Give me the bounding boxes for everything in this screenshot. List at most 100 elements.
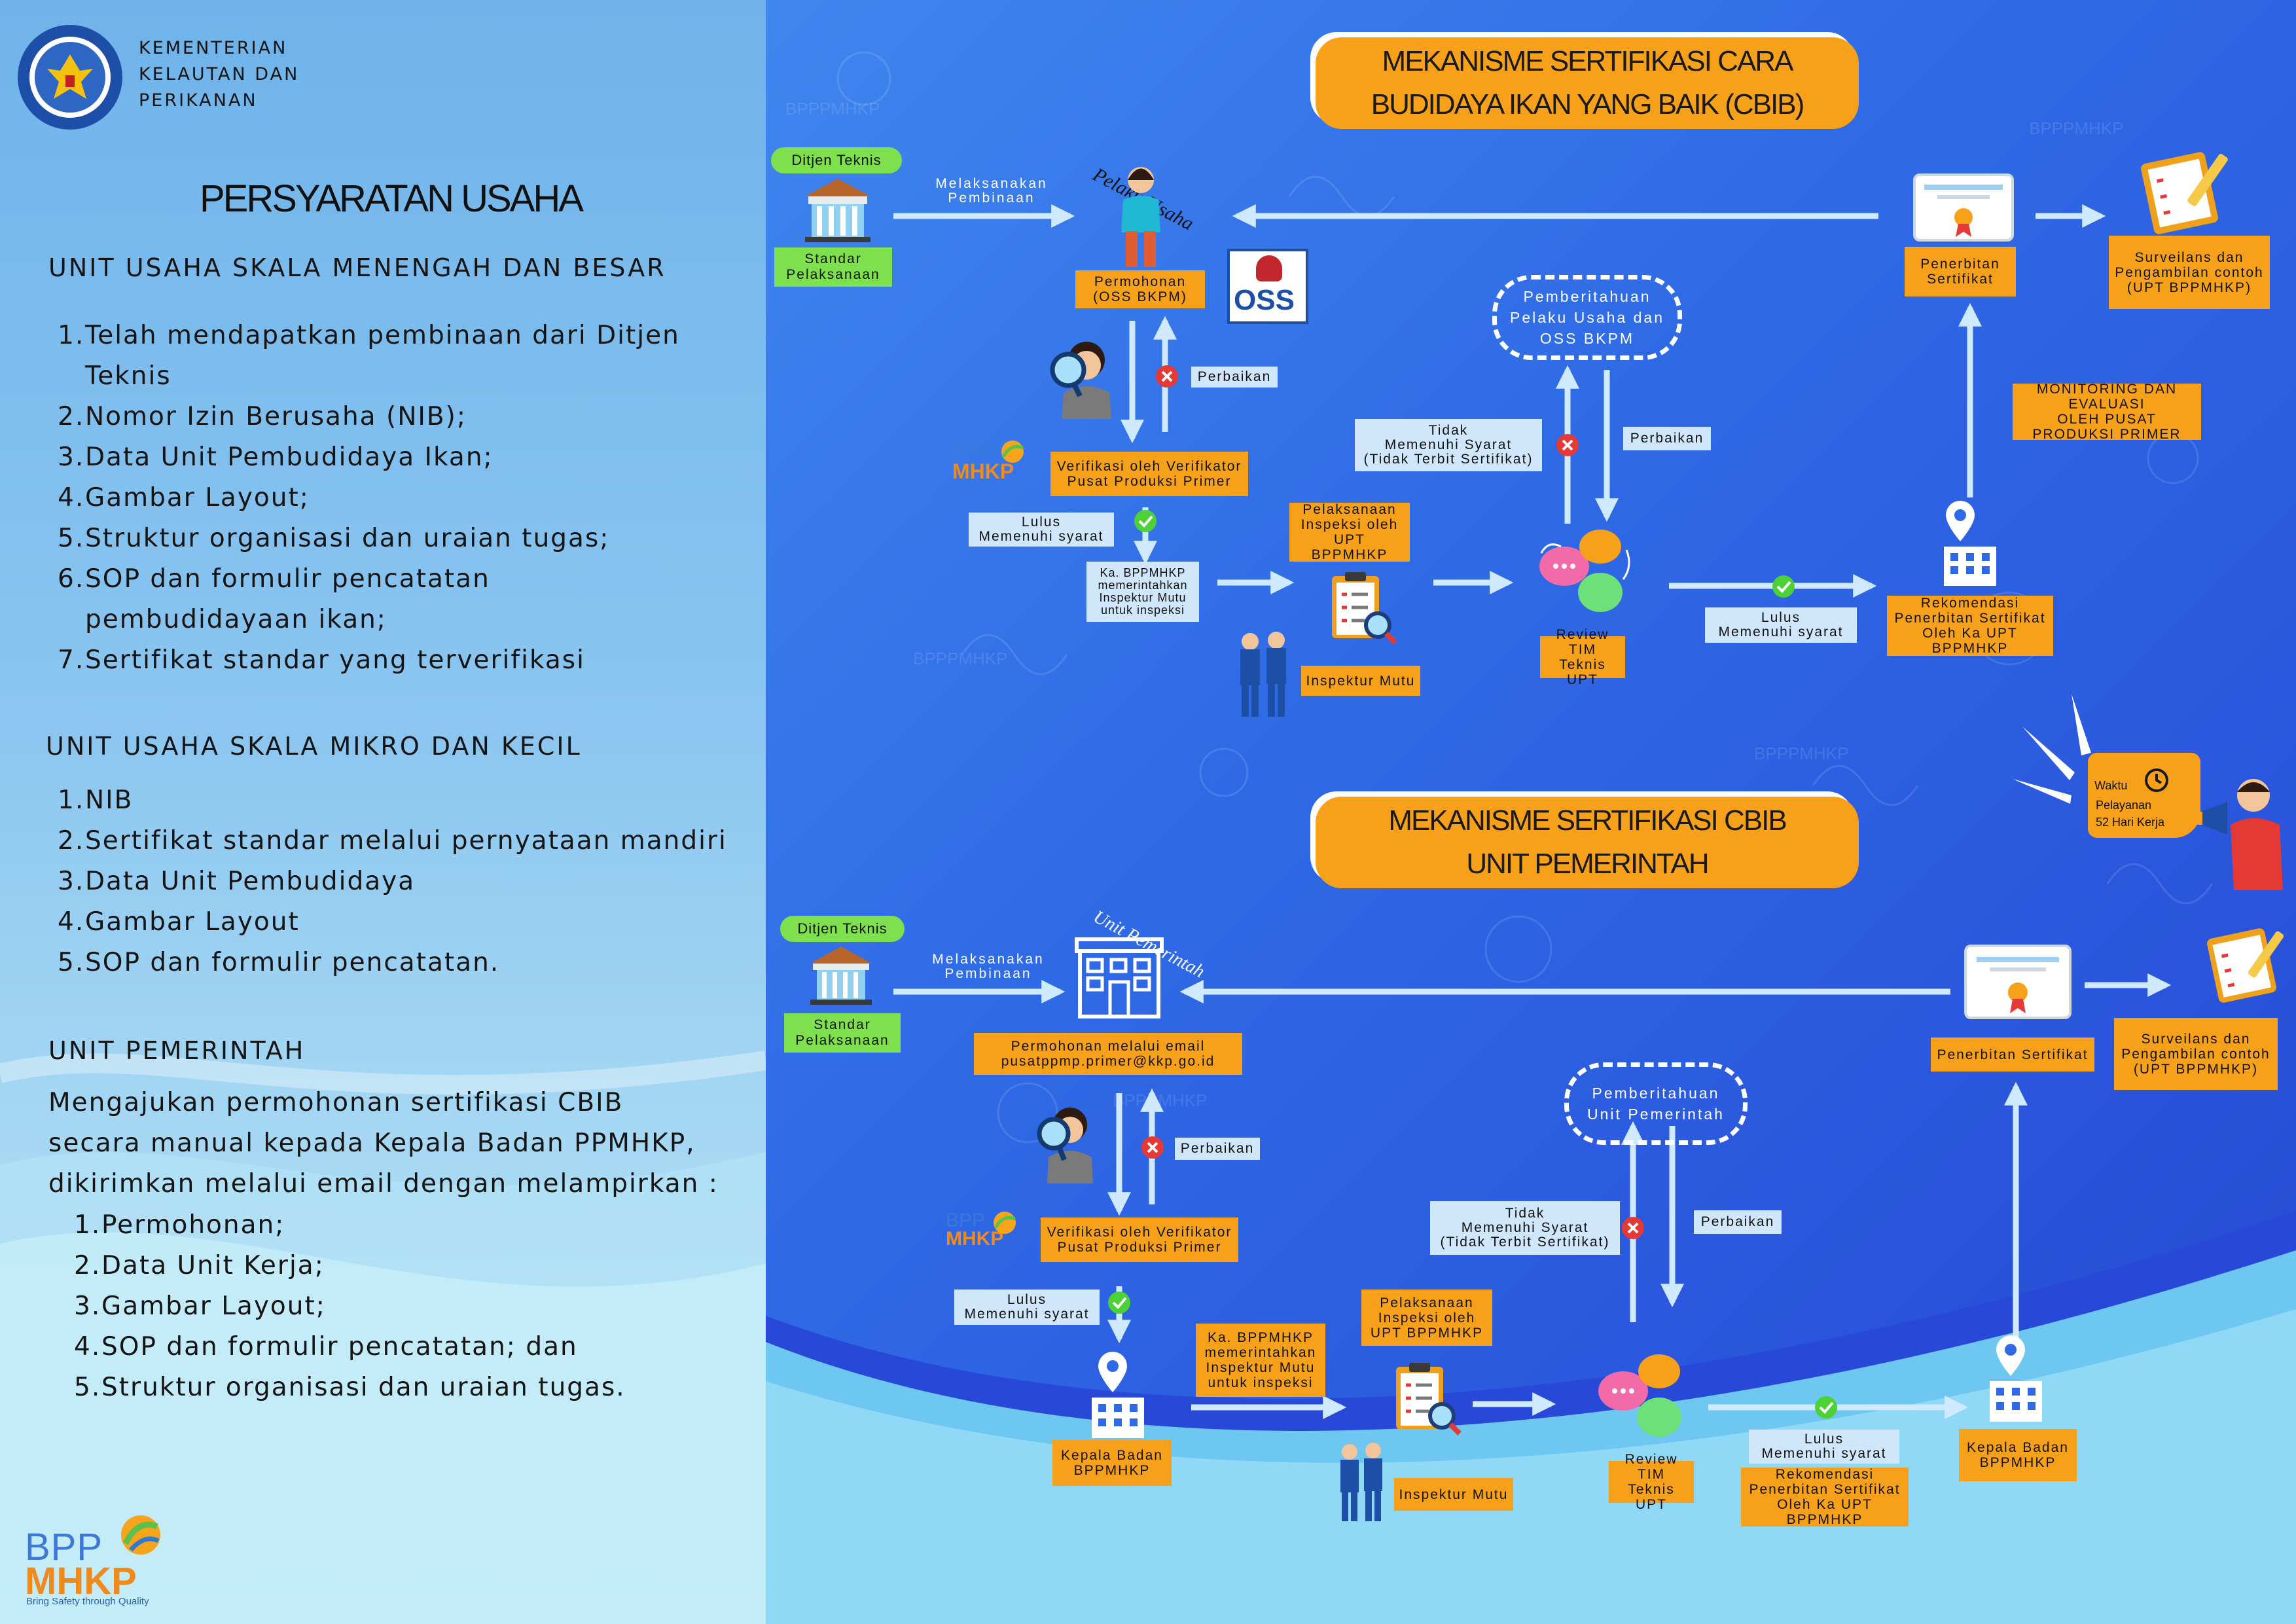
- flow1-inspector-search-icon: [1050, 342, 1111, 419]
- flow2-kepala1-box: Kepala Badan BPPMHKP: [1052, 1440, 1172, 1486]
- flow1-surveilans-box: Surveilans dan Pengambilan contoh (UPT B…: [2109, 236, 2270, 309]
- watermark-text: BPPPMHKP: [1754, 744, 1849, 763]
- requirements-panel: KEMENTERIAN KELAUTAN DAN PERIKANAN PERSY…: [0, 0, 766, 1624]
- flow1-review-chat-icon: [1539, 530, 1630, 612]
- flow2-location-building2-icon: [1990, 1335, 2042, 1422]
- flow1-location-building-icon: [1944, 501, 1996, 586]
- sec3-num: 3.: [74, 1291, 101, 1321]
- kkp-line3: PERIKANAN: [139, 90, 258, 111]
- sec1-item: Gambar Layout;: [85, 483, 310, 513]
- sec1-item: Telah mendapatkan pembinaan dari Ditjen: [85, 321, 680, 350]
- sec2-num: 3.: [58, 867, 85, 896]
- flow2-penerbitan-box: Penerbitan Sertifikat: [1931, 1038, 2094, 1072]
- flow1-standar-box: Standar Pelaksanaan: [774, 247, 892, 287]
- flow2-melaksanakan-label: Melaksanakan Pembinaan: [932, 952, 1045, 981]
- flow1-tidak-box: Tidak Memenuhi Syarat (Tidak Terbit Sert…: [1355, 419, 1542, 471]
- flow2-certificate-icon: [1964, 945, 2072, 1019]
- flow1-lulus2-label: Lulus Memenuhi syarat: [1705, 607, 1857, 643]
- flow1-penerbitan-box: Penerbitan Sertifikat: [1905, 247, 2016, 297]
- flow2-title: MEKANISME SERTIFIKASI CBIB UNIT PEMERINT…: [1316, 797, 1859, 888]
- sec2-item: Sertifikat standar melalui pernyataan ma…: [85, 826, 727, 856]
- flow2-rekom-box: Rekomendasi Penerbitan Sertifikat Oleh K…: [1741, 1467, 1909, 1527]
- flow2-bppmhkp-small-logo: BPP MHKP: [946, 1210, 1018, 1262]
- flow1-certificate-icon: [1913, 173, 2014, 242]
- watermark-text: BPPPMHKP: [913, 649, 1008, 668]
- clock-icon: [2145, 768, 2168, 792]
- flow1-ditjen-pill: Ditjen Teknis: [771, 147, 902, 173]
- watermark-text: BPPPMHKP: [2029, 118, 2124, 138]
- kkp-line1: KEMENTERIAN: [139, 38, 288, 58]
- sec1-num: 3.: [58, 442, 85, 472]
- page-title: PERSYARATAN USAHA: [200, 177, 584, 220]
- flow2-kepala2-box: Kepala Badan BPPMHKP: [1959, 1429, 2077, 1481]
- sec2-num: 1.: [58, 785, 85, 815]
- flow2-arrows: [893, 973, 2172, 1419]
- flow2-location-building-icon: [1092, 1352, 1144, 1438]
- flow1-inspektur-box: Inspektur Mutu: [1301, 666, 1420, 696]
- sec1-item: Sertifikat standar yang terverifikasi: [85, 645, 585, 675]
- waktu-l3: 52 Hari Kerja: [2096, 816, 2165, 829]
- flow2-inspector-search-icon: [1037, 1108, 1093, 1183]
- megaphone-person-icon: [2196, 779, 2283, 890]
- sec1-item: Nomor Izin Berusaha (NIB);: [85, 402, 467, 431]
- bpp-swoosh-icon: [121, 1515, 160, 1555]
- sec1-num: 5.: [58, 524, 85, 553]
- sec2-item: Data Unit Pembudidaya: [85, 867, 416, 896]
- flow2-inspektur-box: Inspektur Mutu: [1394, 1478, 1513, 1511]
- sec1-num: 1.: [58, 321, 85, 350]
- sec1-heading: UNIT USAHA SKALA MENENGAH DAN BESAR: [48, 253, 666, 282]
- flow2-inspectors-icon: [1340, 1443, 1382, 1521]
- flow1-rekom-box: Rekomendasi Penerbitan Sertifikat Oleh K…: [1887, 596, 2053, 656]
- flow1-oss-logo: OSS: [1227, 249, 1308, 324]
- flow1-bppmhkp-small-logo: BPP MHKP: [952, 439, 1024, 497]
- flow1-person-icon: [1121, 167, 1160, 267]
- waktu-l2: Pelayanan: [2096, 799, 2152, 812]
- flow1-title: MEKANISME SERTIFIKASI CARA BUDIDAYA IKAN…: [1316, 37, 1859, 129]
- flow1-pelaksanaan-box: Pelaksanaan Inspeksi oleh UPT BPPMHKP: [1289, 502, 1410, 562]
- sec3-num: 1.: [74, 1210, 101, 1240]
- wave-decoration: [0, 1051, 766, 1624]
- sec3-item: SOP dan formulir pencatatan; dan: [101, 1332, 578, 1362]
- sec2-num: 5.: [58, 948, 85, 977]
- sec1-item-cont: pembudidayaan ikan;: [85, 605, 387, 634]
- flow1-melaksanakan-label: Melaksanakan Pembinaan: [935, 176, 1048, 206]
- flow1-verifikasi-box: Verifikasi oleh Verifikator Pusat Produk…: [1050, 452, 1248, 496]
- small-swoosh-icon: [1001, 441, 1024, 463]
- background-wave: BPPPMHKP BPPPMHKP BPPPMHKP BPPPMHKP BPPP…: [766, 51, 2296, 1624]
- bpp-logo-tag: Bring Safety through Quality: [26, 1596, 149, 1607]
- flow2-office-building-icon: [1075, 937, 1164, 1019]
- watermark-text: BPPPMHKP: [785, 99, 880, 118]
- flow2-reject2-icon: [1622, 1217, 1644, 1239]
- flow2-reject-icon: [1141, 1136, 1164, 1159]
- flow1-monitoring-box: MONITORING DAN EVALUASI OLEH PUSAT PRODU…: [2013, 382, 2201, 442]
- flow2-review-box: Review TIM Teknis UPT: [1609, 1452, 1694, 1512]
- flow2-survey-clipboard-icon: [2207, 928, 2284, 1003]
- sec1-num: 7.: [58, 645, 85, 675]
- flow1-survey-clipboard-icon: [2141, 152, 2228, 234]
- flow1-ka-box: Ka. BPPMHKP memerintahkan Inspektur Mutu…: [1086, 562, 1199, 622]
- flow2-verifikasi-box: Verifikasi oleh Verifikator Pusat Produk…: [1041, 1218, 1238, 1262]
- flow2-lulus2-label: Lulus Memenuhi syarat: [1749, 1430, 1899, 1464]
- flow2-surveilans-box: Surveilans dan Pengambilan contoh (UPT B…: [2114, 1018, 2278, 1090]
- sec3-item: Gambar Layout;: [101, 1291, 326, 1321]
- flow1-building-icon: [805, 179, 870, 242]
- sec2-item: NIB: [85, 785, 134, 815]
- flow2-check2-icon: [1815, 1396, 1837, 1418]
- flow2-lulus1-label: Lulus Memenuhi syarat: [954, 1290, 1100, 1325]
- sec1-item-cont: Teknis: [85, 361, 171, 391]
- sec2-heading: UNIT USAHA SKALA MIKRO DAN KECIL: [46, 732, 582, 761]
- flow1-checklist-icon: [1332, 572, 1397, 645]
- sec2-num: 2.: [58, 826, 85, 856]
- waktu-callout: Waktu Pelayanan 52 Hari Kerja: [2088, 753, 2200, 838]
- flow2-permohonan-box: Permohonan melalui email pusatppmp.prime…: [974, 1033, 1242, 1075]
- flow1-perbaikan1-label: Perbaikan: [1191, 367, 1278, 388]
- waktu-burst-icon: [2013, 694, 2091, 804]
- sec1-item: SOP dan formulir pencatatan: [85, 564, 490, 594]
- waktu-l1: Waktu: [2094, 779, 2128, 792]
- flow2-tidak-box: Tidak Memenuhi Syarat (Tidak Terbit Sert…: [1430, 1201, 1620, 1255]
- flow1-reject-icon: [1156, 365, 1178, 388]
- small-swoosh-icon: [994, 1212, 1016, 1234]
- bpp-logo-line2: MHKP: [25, 1560, 137, 1602]
- sec3-item: Permohonan;: [101, 1210, 285, 1240]
- sec1-num: 4.: [58, 483, 85, 513]
